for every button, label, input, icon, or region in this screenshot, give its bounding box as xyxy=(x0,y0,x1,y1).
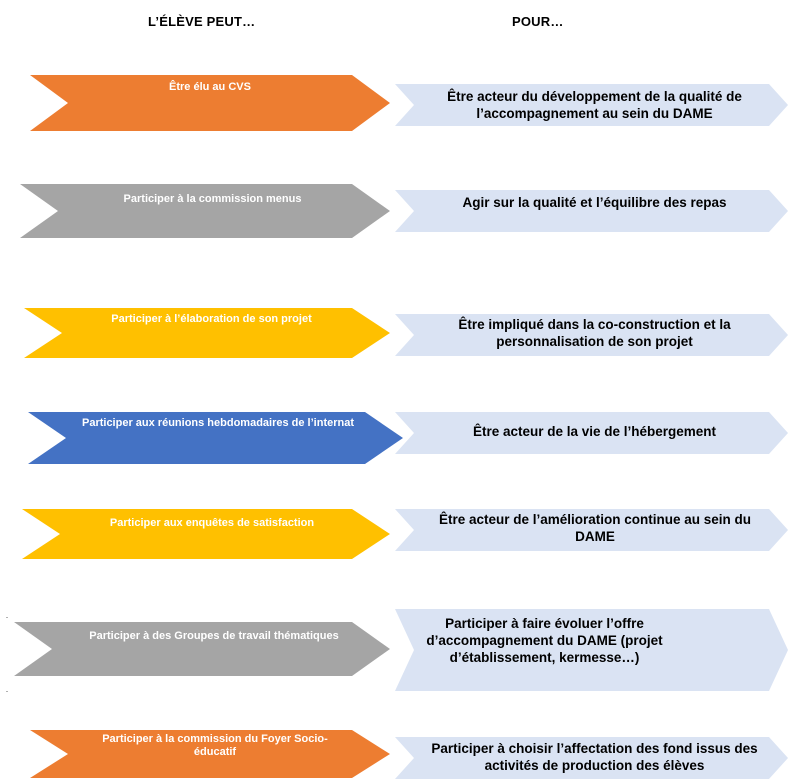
chevron-shape xyxy=(14,622,390,676)
action-arrow-1: Être élu au CVS xyxy=(30,75,390,131)
action-label-7: Participer à la commission du Foyer Soci… xyxy=(102,733,328,758)
purpose-arrow-6: Participer à faire évoluer l’offre d’acc… xyxy=(395,609,788,691)
purpose-label-5: Être acteur de l’amélioration continue a… xyxy=(438,512,752,544)
chevron-shape xyxy=(28,412,403,464)
chevron-shape xyxy=(30,75,390,131)
purpose-label-4: Être acteur de la vie de l’hébergement xyxy=(472,424,717,439)
purpose-label-6: Participer à faire évoluer l’offre d’acc… xyxy=(426,616,663,665)
purpose-label-7: Participer à choisir l’affectation des f… xyxy=(431,741,758,773)
margin-mark xyxy=(6,617,8,618)
action-label-2: Participer à la commission menus xyxy=(123,193,302,205)
action-arrow-5: Participer aux enquêtes de satisfaction xyxy=(22,509,390,559)
chevron-shape xyxy=(395,314,788,356)
chevron-shape xyxy=(22,509,390,559)
action-label-4: Participer aux réunions hebdomadaires de… xyxy=(81,417,355,429)
margin-mark xyxy=(6,691,8,692)
purpose-label-2: Agir sur la qualité et l’équilibre des r… xyxy=(462,195,727,210)
action-arrow-3: Participer à l’élaboration de son projet xyxy=(24,308,390,358)
action-label-3: Participer à l’élaboration de son projet xyxy=(111,313,312,325)
chevron-shape xyxy=(395,84,788,126)
action-label-6: Participer à des Groupes de travail thém… xyxy=(89,630,339,642)
purpose-arrow-2: Agir sur la qualité et l’équilibre des r… xyxy=(395,190,788,232)
header-left: L’ÉLÈVE PEUT… xyxy=(148,14,256,29)
chevron-shape xyxy=(30,730,390,778)
chevron-shape xyxy=(20,184,390,238)
chevron-shape xyxy=(24,308,390,358)
header-right: POUR… xyxy=(512,14,564,29)
action-arrow-7: Participer à la commission du Foyer Soci… xyxy=(30,730,390,778)
purpose-arrow-3: Être impliqué dans la co-construction et… xyxy=(395,314,788,356)
purpose-arrow-7: Participer à choisir l’affectation des f… xyxy=(395,737,788,779)
chevron-shape xyxy=(395,509,788,551)
action-label-5: Participer aux enquêtes de satisfaction xyxy=(109,517,315,529)
purpose-arrow-1: Être acteur du développement de la quali… xyxy=(395,84,788,126)
action-label-1: Être élu au CVS xyxy=(169,81,251,93)
action-arrow-4: Participer aux réunions hebdomadaires de… xyxy=(28,412,403,464)
chevron-shape xyxy=(395,609,788,691)
purpose-arrow-4: Être acteur de la vie de l’hébergement xyxy=(395,412,788,454)
purpose-label-1: Être acteur du développement de la quali… xyxy=(447,89,742,121)
chevron-shape xyxy=(395,737,788,779)
action-arrow-2: Participer à la commission menus xyxy=(20,184,390,238)
action-arrow-6: Participer à des Groupes de travail thém… xyxy=(14,622,390,676)
chevron-shape xyxy=(395,412,788,454)
chevron-shape xyxy=(395,190,788,232)
purpose-label-3: Être impliqué dans la co-construction et… xyxy=(458,317,731,349)
purpose-arrow-5: Être acteur de l’amélioration continue a… xyxy=(395,509,788,551)
